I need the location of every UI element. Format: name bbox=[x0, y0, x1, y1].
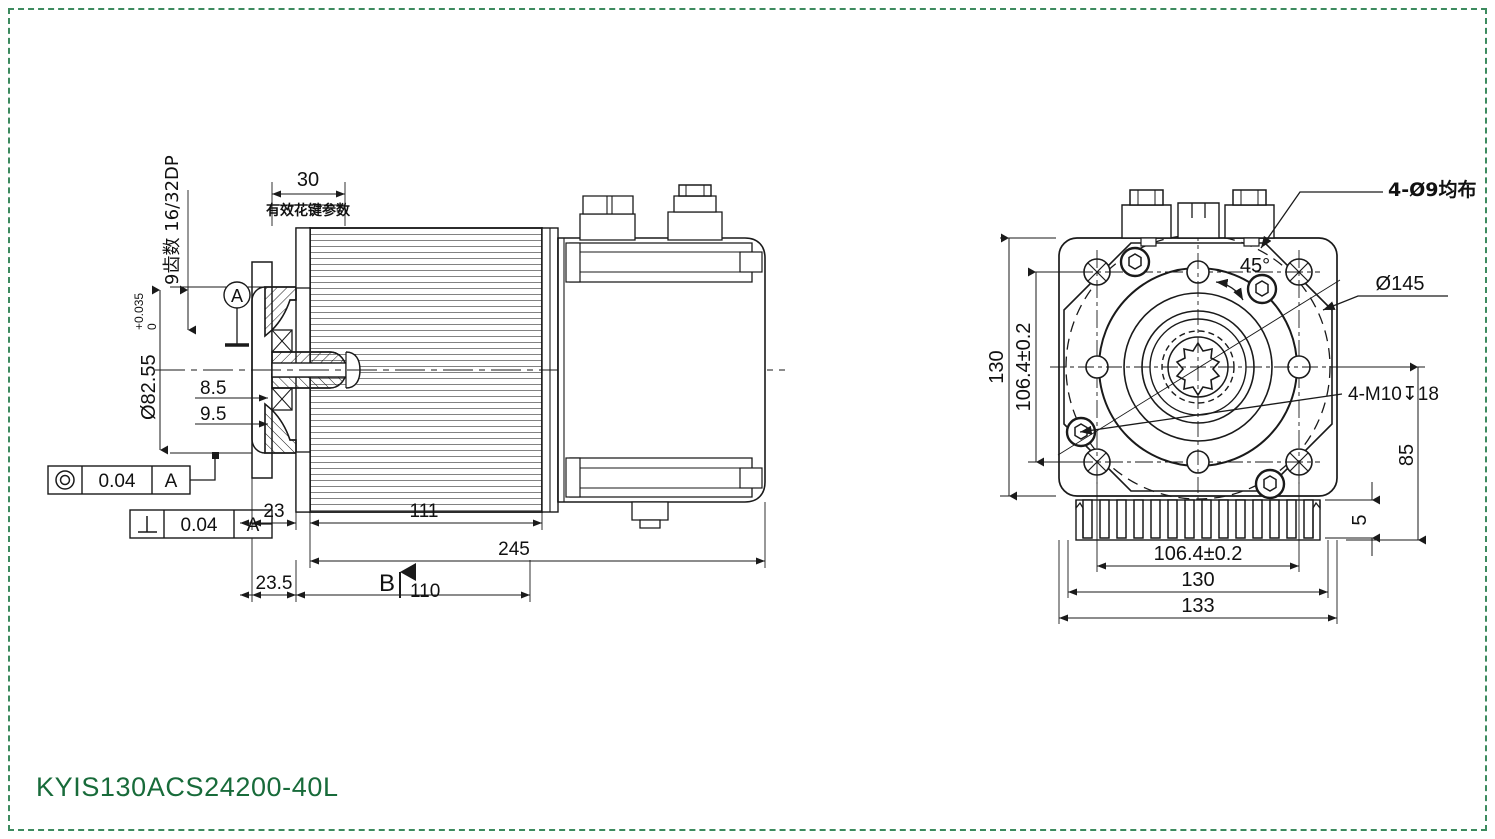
side-view-geometry bbox=[47, 182, 785, 602]
dim-section-110: 110 bbox=[410, 581, 440, 602]
gdt-concentricity-datum: A bbox=[165, 471, 178, 492]
front-view-labels: 4-Ø9均布 Ø145 4-M10↧18 45° 130 106.4±0.2 8… bbox=[986, 178, 1476, 617]
dim-shaft-height: 85 bbox=[1396, 444, 1418, 466]
gdt-perpendicularity-datum: A bbox=[247, 515, 260, 536]
side-view-labels: 30 有效花键参数 9齿数 16/32DP Ø82.55 +0.035 0 8.… bbox=[99, 155, 530, 602]
front-view-geometry bbox=[1000, 189, 1448, 624]
dim-width-total: 133 bbox=[1181, 595, 1214, 617]
dim-angle-45: 45° bbox=[1240, 255, 1270, 277]
datum-a-label: A bbox=[231, 286, 243, 306]
dim-step-b: 9.5 bbox=[200, 404, 226, 425]
dim-outer-circle: Ø145 bbox=[1376, 273, 1425, 295]
note-4-thread: 4-M10↧18 bbox=[1348, 384, 1439, 405]
gdt-perpendicularity-value: 0.04 bbox=[181, 515, 218, 536]
dim-flange-thickness: 23 bbox=[263, 501, 284, 522]
dim-pitch-tol-lower: 0 bbox=[145, 323, 159, 330]
dim-bolt-circle-horizontal: 106.4±0.2 bbox=[1154, 543, 1243, 565]
dim-width-outer: 130 bbox=[1181, 569, 1214, 591]
note-4-holes: 4-Ø9均布 bbox=[1388, 178, 1476, 201]
gdt-frame-concentricity bbox=[47, 452, 219, 495]
dim-height-outer: 130 bbox=[986, 350, 1008, 383]
dim-offset: 23.5 bbox=[256, 573, 293, 594]
dim-pitch-tol-upper: +0.035 bbox=[132, 293, 146, 330]
dim-body-length: 111 bbox=[410, 501, 439, 522]
dim-total-length: 245 bbox=[498, 539, 530, 560]
gdt-concentricity-value: 0.04 bbox=[99, 471, 136, 492]
dim-spline-length: 30 bbox=[297, 169, 319, 191]
drawing-title: KYIS130ACS24200-40L bbox=[36, 772, 339, 802]
dim-bolt-circle-vertical: 106.4±0.2 bbox=[1013, 323, 1035, 412]
dim-step-a: 8.5 bbox=[200, 378, 226, 399]
heatsink-fins bbox=[1075, 499, 1321, 541]
section-label-b: B bbox=[379, 570, 395, 597]
note-spline-params: 有效花键参数 bbox=[266, 202, 351, 219]
dim-fin-height: 5 bbox=[1349, 514, 1371, 525]
note-spline-teeth: 9齿数 16/32DP bbox=[162, 155, 183, 285]
dim-pitch-diameter: Ø82.55 bbox=[138, 354, 160, 420]
sheet-border bbox=[8, 8, 1487, 831]
